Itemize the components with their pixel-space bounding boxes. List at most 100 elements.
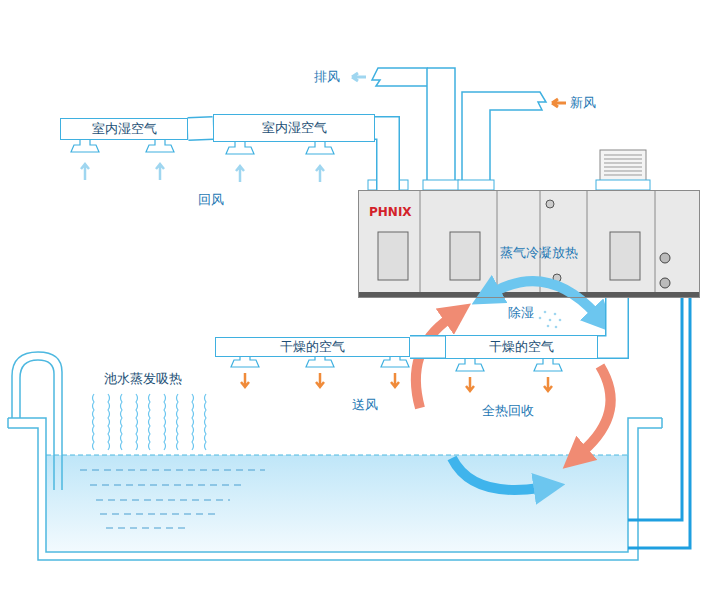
wave-line xyxy=(93,394,95,450)
drop xyxy=(559,319,562,322)
supply-air-arrow xyxy=(241,373,249,387)
ripple-line xyxy=(106,528,190,529)
exhaust-duct xyxy=(427,68,455,190)
drop xyxy=(539,317,542,320)
supply-air-arrow xyxy=(544,377,552,391)
recovery-arrow xyxy=(582,366,611,452)
brand-name: PHNIX xyxy=(369,206,412,219)
water-surface xyxy=(46,455,628,456)
evaporation-arrow xyxy=(452,458,540,490)
evaporation-waves xyxy=(93,394,207,450)
water-pipe xyxy=(628,283,682,520)
return-air-arrow xyxy=(236,166,244,182)
diffuser xyxy=(71,140,99,152)
wave-line xyxy=(177,394,179,450)
grille-bar xyxy=(604,175,642,176)
duct-flange xyxy=(458,180,494,190)
ripple-line xyxy=(90,485,245,486)
duct-connector xyxy=(375,128,388,190)
pipe-connector xyxy=(660,278,670,288)
water-pipe xyxy=(628,258,690,548)
wave-line xyxy=(121,394,123,450)
duct-inner xyxy=(188,128,213,129)
duct-connector xyxy=(410,347,445,348)
duct-label: 干燥的空气 xyxy=(489,340,554,354)
diffuser xyxy=(306,142,334,154)
return-duct: 室内湿空气 xyxy=(60,118,188,140)
dehumidify-label: 除湿 xyxy=(508,306,534,320)
diffuser xyxy=(456,359,484,371)
drop xyxy=(554,313,557,316)
duct-label: 室内湿空气 xyxy=(92,122,157,136)
diffuser xyxy=(146,140,174,152)
supply-air-label: 送风 xyxy=(352,398,378,412)
duct-label: 干燥的空气 xyxy=(280,340,345,354)
return-air-arrow xyxy=(316,166,324,182)
pool-wall xyxy=(8,418,662,560)
duct-flange xyxy=(423,180,459,190)
fan-grille xyxy=(604,155,642,175)
access-door xyxy=(378,232,408,280)
grille-bar xyxy=(604,155,642,156)
drop xyxy=(544,311,547,314)
supply-air-arrow xyxy=(316,373,324,387)
pool-ladder xyxy=(12,352,62,490)
diffuser xyxy=(226,142,254,154)
wave-line xyxy=(136,394,138,450)
wave-line xyxy=(192,394,194,450)
ripple-line xyxy=(100,514,215,515)
fresh-air-duct xyxy=(462,92,546,190)
diffuser xyxy=(534,359,562,371)
wave-line xyxy=(108,394,110,450)
supply-air-arrow xyxy=(391,373,399,387)
supply-air-arrow xyxy=(466,377,474,391)
gauge xyxy=(546,200,554,208)
wave-line xyxy=(205,394,207,450)
supply-arrow xyxy=(416,318,450,408)
water-ripples xyxy=(80,470,265,528)
condensate-drops xyxy=(539,311,562,329)
ripple-line xyxy=(96,500,230,501)
duct-wall xyxy=(188,128,213,129)
evaporation-label: 池水蒸发吸热 xyxy=(104,372,182,386)
drop xyxy=(549,319,552,322)
duct-wall xyxy=(410,335,445,359)
access-door xyxy=(450,232,480,280)
heat-recovery-label: 全热回收 xyxy=(482,404,534,418)
supply-duct: 干燥的空气 xyxy=(445,335,598,359)
dehumidifier-unit: PHNIX xyxy=(358,190,700,298)
condensation-label: 蒸气冷凝放热 xyxy=(500,246,578,260)
exhaust-label: 排风 xyxy=(314,70,340,84)
return-air-arrow xyxy=(81,164,89,180)
wave-line xyxy=(149,394,151,450)
duct-inner xyxy=(410,337,445,358)
duct-wall xyxy=(598,298,617,347)
duct-inner xyxy=(375,128,388,190)
grille-bar xyxy=(604,163,642,164)
access-door xyxy=(610,232,640,280)
return-duct: 室内湿空气 xyxy=(213,114,375,142)
fresh-air-arrow xyxy=(552,99,566,107)
wave-line xyxy=(164,394,166,450)
duct-connector xyxy=(188,128,213,129)
grille-bar xyxy=(604,167,642,168)
grille-bar xyxy=(604,171,642,172)
return-air-arrow xyxy=(156,164,164,180)
ripple-line xyxy=(80,470,265,471)
return-air-label: 回风 xyxy=(198,193,224,207)
duct-flange xyxy=(596,180,650,190)
drop xyxy=(555,326,558,329)
pipe-connector xyxy=(660,253,670,263)
exhaust-duct xyxy=(372,68,427,190)
supply-duct: 干燥的空气 xyxy=(215,337,410,357)
duct-connector xyxy=(598,298,617,347)
duct-label: 室内湿空气 xyxy=(262,121,327,135)
fresh-air-label: 新风 xyxy=(570,96,596,110)
exhaust-arrow xyxy=(352,73,366,81)
grille-bar xyxy=(604,159,642,160)
duct-wall xyxy=(375,128,388,190)
drop xyxy=(547,325,550,328)
duct-inner xyxy=(598,298,617,347)
